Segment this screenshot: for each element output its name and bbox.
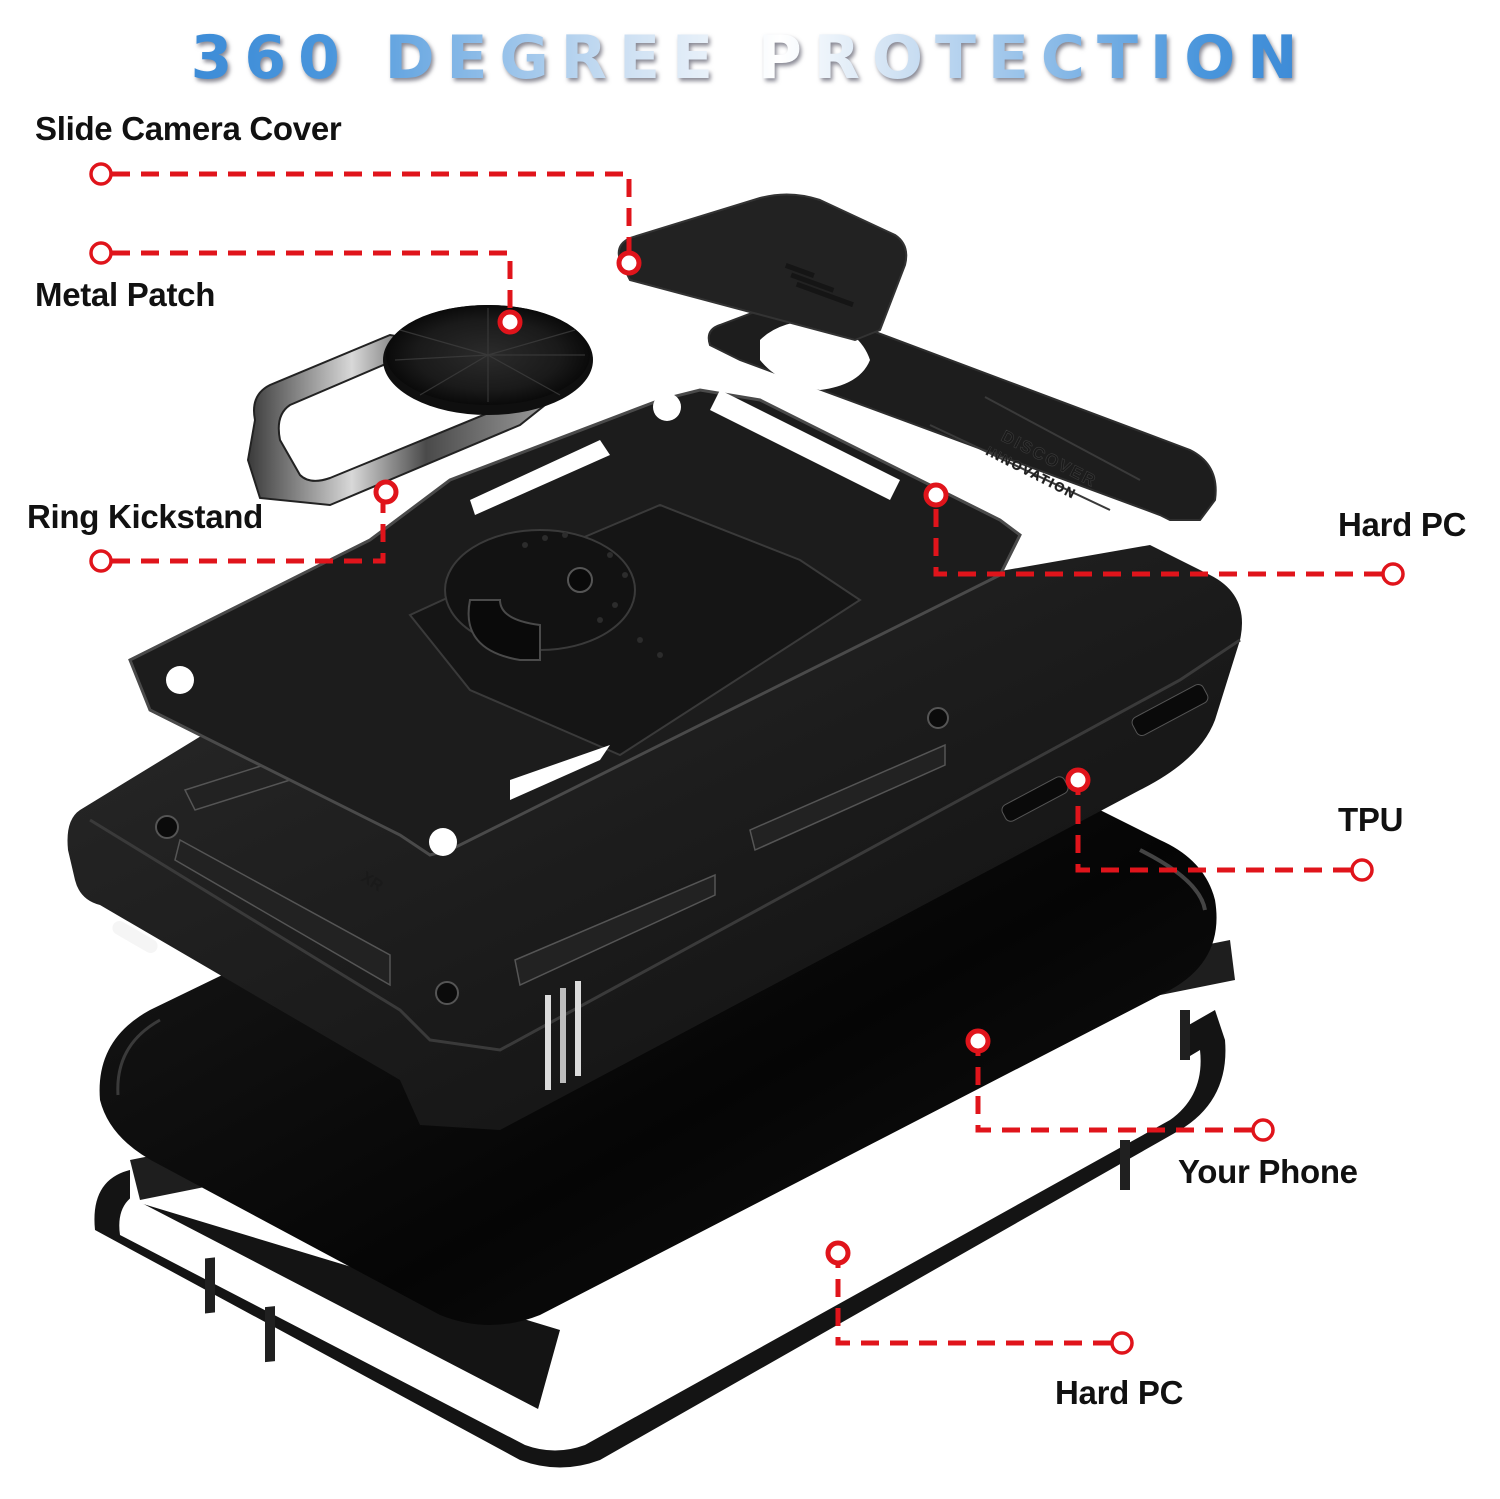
label-hard-pc-bottom: Hard PC	[1055, 1374, 1184, 1411]
label-your-phone: Your Phone	[1178, 1153, 1358, 1190]
screw-icon	[435, 981, 459, 1005]
page-title: 360 DEGREE PROTECTION	[0, 18, 1500, 98]
callout-lines	[112, 171, 1382, 1346]
slide-camera-cover: DISCOVER INNOVATION	[617, 193, 1217, 521]
callout-dot-icon	[1251, 1118, 1275, 1142]
grip-pattern	[174, 743, 946, 987]
anchor-dot-icon	[373, 479, 399, 505]
callout-line-hard-pc-top	[933, 505, 1382, 577]
callout-anchor-dots	[373, 250, 1091, 1266]
callout-line-ring-kickstand	[112, 502, 386, 564]
ring-kickstand	[246, 333, 548, 507]
callout-line-your-phone	[975, 1051, 1252, 1133]
anchor-dot-icon	[616, 250, 642, 276]
callout-line-hard-pc-bottom	[835, 1263, 1111, 1346]
callout-dot-icon	[1110, 1331, 1134, 1355]
callout-dot-icon	[89, 549, 113, 573]
callout-dot-icon	[1381, 562, 1405, 586]
callout-dot-icon	[89, 162, 113, 186]
callout-dot-icon	[1350, 858, 1374, 882]
callout-line-tpu	[1075, 790, 1351, 873]
anchor-dot-icon	[923, 482, 949, 508]
anchor-dot-icon	[1065, 767, 1091, 793]
metal-patch	[383, 305, 593, 415]
label-hard-pc-top: Hard PC	[1338, 506, 1467, 543]
label-ring-kickstand: Ring Kickstand	[27, 498, 264, 535]
label-metal-patch: Metal Patch	[35, 276, 216, 313]
anchor-dot-icon	[497, 309, 523, 335]
screw-icon	[927, 707, 949, 729]
callout-line-slide-camera-cover	[112, 171, 632, 253]
callout-dot-icon	[89, 241, 113, 265]
label-slide-camera-cover: Slide Camera Cover	[35, 110, 342, 147]
anchor-dot-icon	[965, 1028, 991, 1054]
anchor-dot-icon	[825, 1240, 851, 1266]
screw-icon	[155, 815, 179, 839]
label-tpu: TPU	[1338, 801, 1404, 838]
callout-line-metal-patch	[112, 250, 513, 312]
hard-pc-armor-frame	[128, 388, 1022, 857]
callout-end-dots	[89, 162, 1405, 1355]
